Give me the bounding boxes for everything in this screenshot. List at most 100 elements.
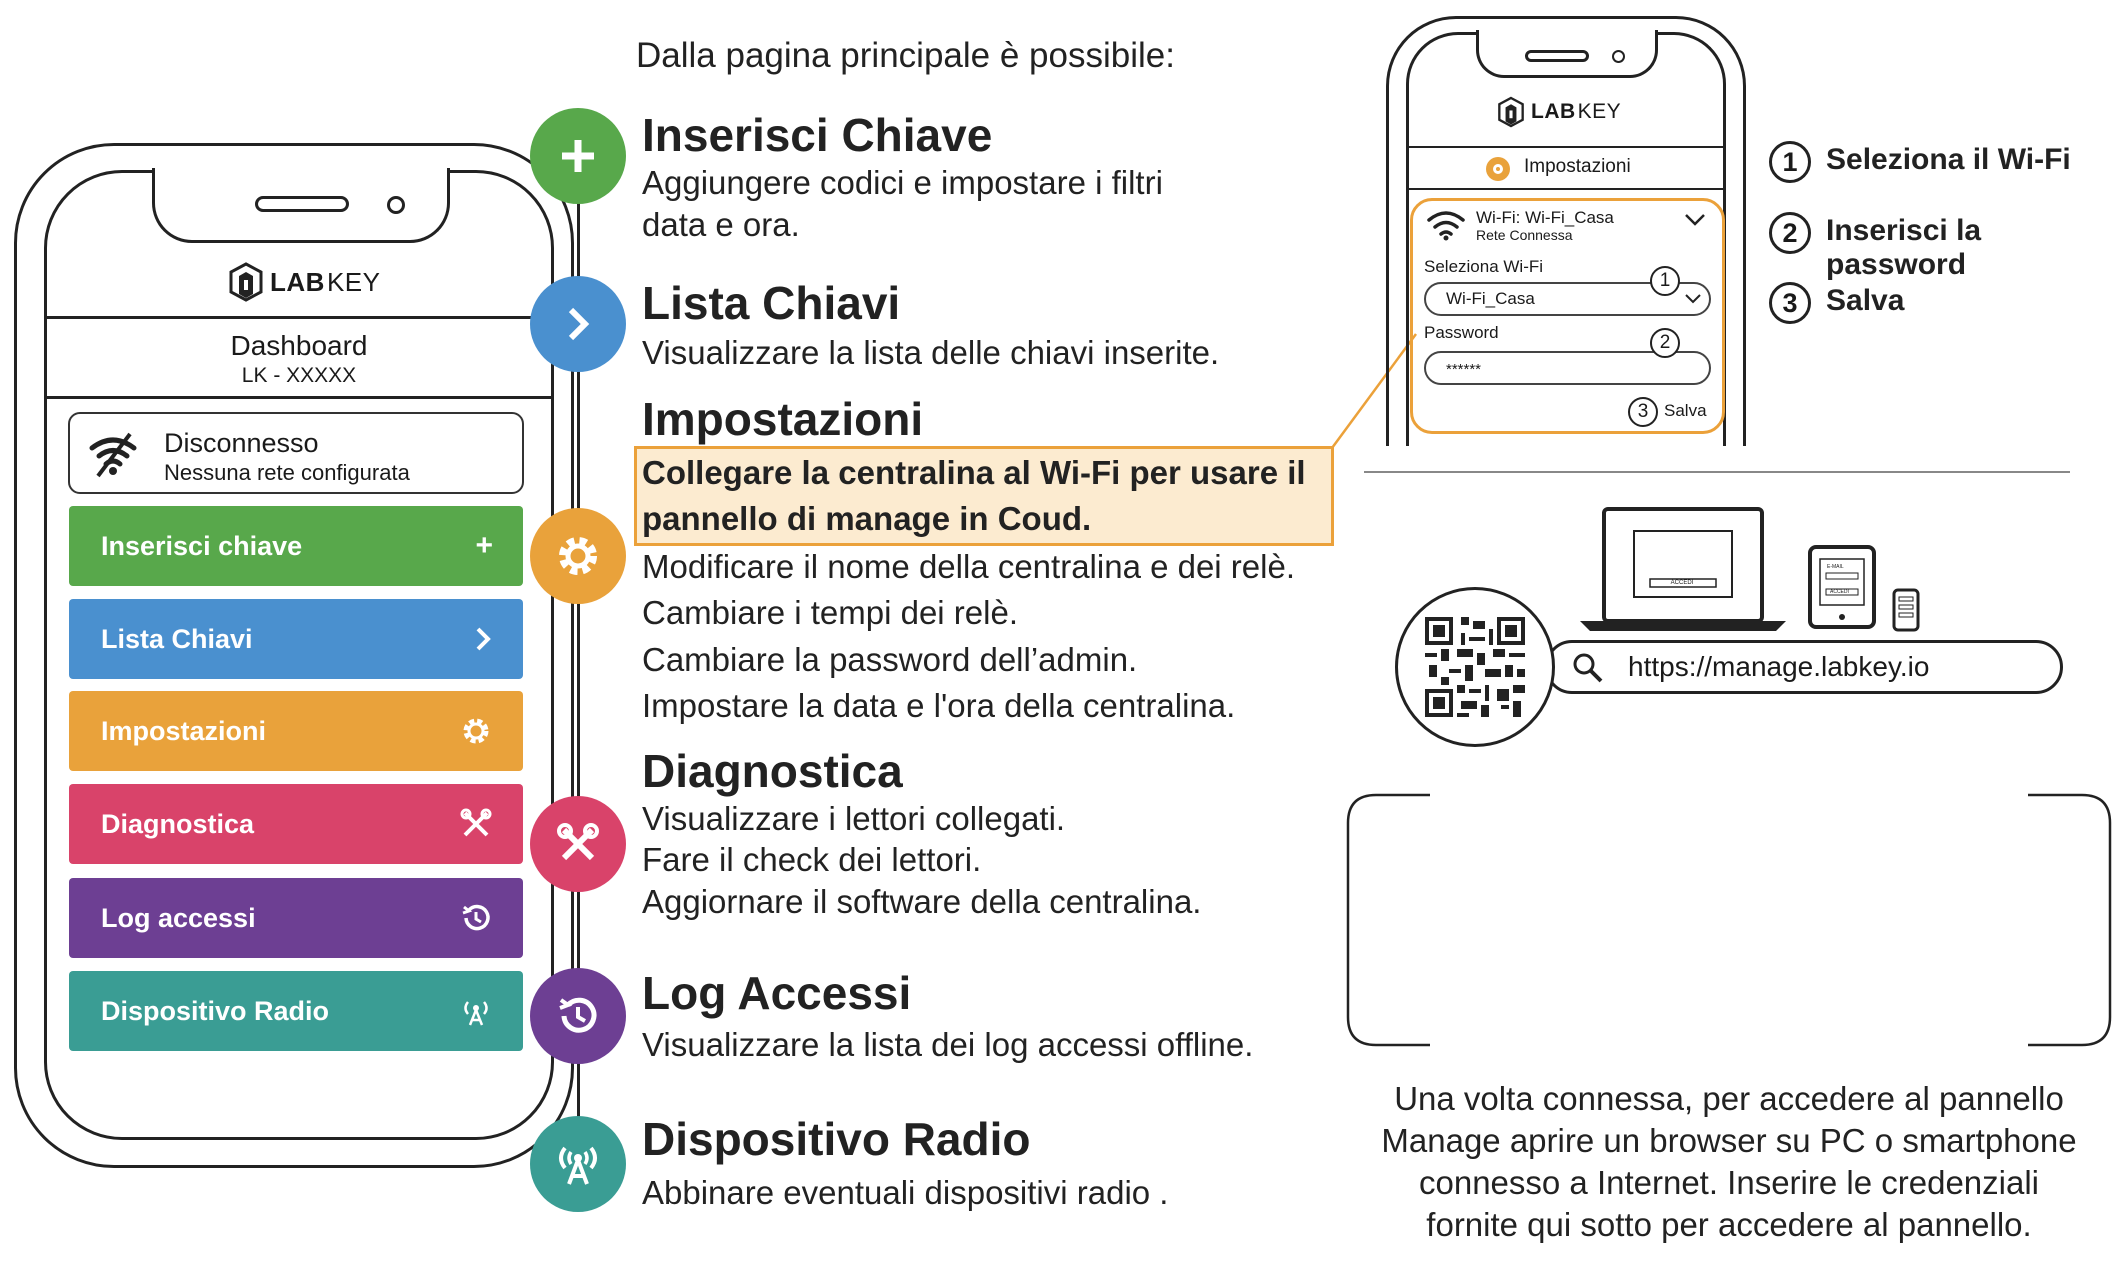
step-3-number: 3 — [1769, 282, 1811, 324]
header-divider-top — [46, 316, 552, 319]
impostazioni-highlight-line-1: Collegare la centralina al Wi-Fi per usa… — [642, 454, 1306, 491]
access-instructions-line-2: Manage aprire un browser su PC o smartph… — [1381, 1122, 2077, 1159]
menu-diagnostica-label: Diagnostica — [101, 808, 255, 839]
settings-logo-icon — [1498, 96, 1524, 128]
password-value: ****** — [1446, 361, 1482, 378]
wifi-off-icon — [89, 432, 137, 478]
credentials-frame — [1346, 793, 2112, 1047]
history-icon — [462, 904, 490, 931]
save-button[interactable]: Salva — [1664, 401, 1707, 420]
select-chevron-icon — [1685, 294, 1701, 304]
step-1-number: 1 — [1769, 141, 1811, 183]
logo-key-text: KEY — [326, 266, 381, 297]
diagnostica-line-3: Aggiornare il software della centralina. — [642, 883, 1202, 920]
tablet-email-text: E-MAIL — [1827, 564, 1844, 570]
wifi-status-card[interactable] — [68, 412, 524, 494]
step-3-marker: 3 — [1628, 397, 1658, 427]
laptop-login-button-text: ACCEDI — [1670, 580, 1694, 586]
step-2-marker: 2 — [1650, 328, 1680, 358]
impostazioni-line-4: Impostare la data e l'ora della centrali… — [642, 687, 1236, 724]
phone-camera — [387, 196, 405, 214]
wifi-status-subtitle: Nessuna rete configurata — [164, 460, 410, 485]
settings-phone-speaker — [1525, 50, 1589, 62]
menu-dispositivo-radio-button[interactable]: Dispositivo Radio — [69, 971, 523, 1051]
tools-icon — [460, 808, 492, 837]
diagnostica-title: Diagnostica — [642, 745, 903, 797]
logo-lab-text: LAB — [270, 266, 325, 297]
wifi-icon — [1427, 211, 1465, 241]
labkey-logo-icon — [229, 262, 263, 302]
settings-phone-camera — [1612, 50, 1625, 63]
lista-title: Lista Chiavi — [642, 277, 901, 329]
url-text: https://manage.labkey.io — [1628, 651, 1930, 682]
wifi-connected-name: Wi-Fi: Wi-Fi_Casa — [1476, 208, 1614, 227]
antenna-icon — [464, 1001, 488, 1026]
phone-frame — [14, 143, 574, 1168]
menu-lista-chiavi-button[interactable]: Lista Chiavi — [69, 599, 523, 679]
log-circle-icon — [530, 968, 626, 1064]
dashboard-id: LK - XXXXX — [241, 364, 357, 387]
select-wifi-dropdown[interactable] — [1424, 282, 1711, 316]
log-line-1: Visualizzare la lista dei log accessi of… — [642, 1026, 1254, 1063]
impostazioni-line-1: Modificare il nome della centralina e de… — [642, 548, 1296, 585]
menu-diagnostica-button[interactable]: Diagnostica — [69, 784, 523, 864]
diagnostica-line-1: Visualizzare i lettori collegati. — [642, 800, 1066, 837]
lista-line-1: Visualizzare la lista delle chiavi inser… — [642, 334, 1220, 371]
settings-divider-2 — [1408, 188, 1724, 190]
step-3-label: Salva — [1826, 284, 1905, 317]
select-wifi-value: Wi-Fi_Casa — [1446, 289, 1535, 308]
access-instructions: Una volta connessa, per accedere al pann… — [1346, 1078, 2112, 1246]
diagnostica-line-2: Fare il check dei lettori. — [642, 841, 982, 878]
settings-phone-notch — [1476, 30, 1658, 78]
access-instructions-line-3: connesso a Internet. Inserire le credenz… — [1418, 1164, 2039, 1201]
wifi-status-title: Disconnesso — [164, 428, 319, 458]
radio-line-1: Abbinare eventuali dispositivi radio . — [642, 1174, 1169, 1211]
menu-dispositivo-radio-label: Dispositivo Radio — [101, 995, 330, 1026]
impostazioni-highlight-box — [634, 446, 1334, 546]
password-label: Password — [1424, 323, 1499, 342]
wifi-connected-status: Rete Connessa — [1476, 227, 1573, 243]
settings-header-title: Impostazioni — [1524, 156, 1631, 177]
radio-circle-icon — [530, 1116, 626, 1212]
settings-phone-frame — [1386, 16, 1746, 446]
qr-code-badge — [1395, 587, 1555, 747]
inserisci-line-2: data e ora. — [642, 206, 800, 243]
menu-log-accessi-button[interactable]: Log accessi — [69, 878, 523, 958]
password-field[interactable] — [1424, 351, 1711, 385]
impostazioni-line-2: Cambiare i tempi dei relè. — [642, 594, 1018, 631]
menu-inserisci-chiave-label: Inserisci chiave — [101, 530, 303, 561]
impostazioni-title: Impostazioni — [642, 393, 924, 445]
menu-log-accessi-label: Log accessi — [101, 902, 256, 933]
lista-circle-icon — [530, 276, 626, 372]
menu-impostazioni-button[interactable]: Impostazioni — [69, 691, 523, 771]
qr-code-icon[interactable] — [1425, 617, 1525, 717]
menu-lista-chiavi-label: Lista Chiavi — [101, 623, 253, 654]
wifi-form-panel — [1410, 198, 1725, 434]
select-wifi-label: Seleziona Wi-Fi — [1424, 257, 1544, 276]
menu-impostazioni-label: Impostazioni — [101, 715, 267, 746]
section-divider — [1364, 471, 2070, 473]
impostazioni-circle-icon — [530, 508, 626, 604]
step-2-label: Inserisci la password — [1826, 214, 1982, 281]
access-instructions-line-4: fornite qui sotto per accedere al pannel… — [1426, 1206, 2032, 1243]
wifi-expand-chevron-icon[interactable] — [1683, 212, 1707, 228]
inserisci-circle-icon — [530, 108, 626, 204]
chevron-right-icon — [476, 627, 491, 651]
settings-logo-lab: LAB — [1531, 100, 1576, 123]
inserisci-title: Inserisci Chiave — [642, 109, 993, 161]
search-icon — [1573, 653, 1603, 683]
tablet-icon — [1808, 545, 1876, 629]
phone-speaker — [255, 196, 349, 212]
step-2-number: 2 — [1769, 212, 1811, 254]
dashboard-title: Dashboard — [230, 330, 368, 361]
plus-icon: + — [475, 529, 493, 562]
inserisci-line-1: Aggiungere codici e impostare i filtri — [642, 164, 1163, 201]
menu-inserisci-chiave-button[interactable]: Inserisci chiave + — [69, 506, 523, 586]
settings-divider-1 — [1408, 146, 1724, 148]
laptop-icon — [1580, 507, 1786, 631]
impostazioni-line-3: Cambiare la password dell’admin. — [642, 641, 1138, 678]
intro-text: Dalla pagina principale è possibile: — [636, 36, 1175, 75]
radio-title: Dispositivo Radio — [642, 1113, 1031, 1165]
settings-header-gear-icon — [1486, 157, 1510, 181]
